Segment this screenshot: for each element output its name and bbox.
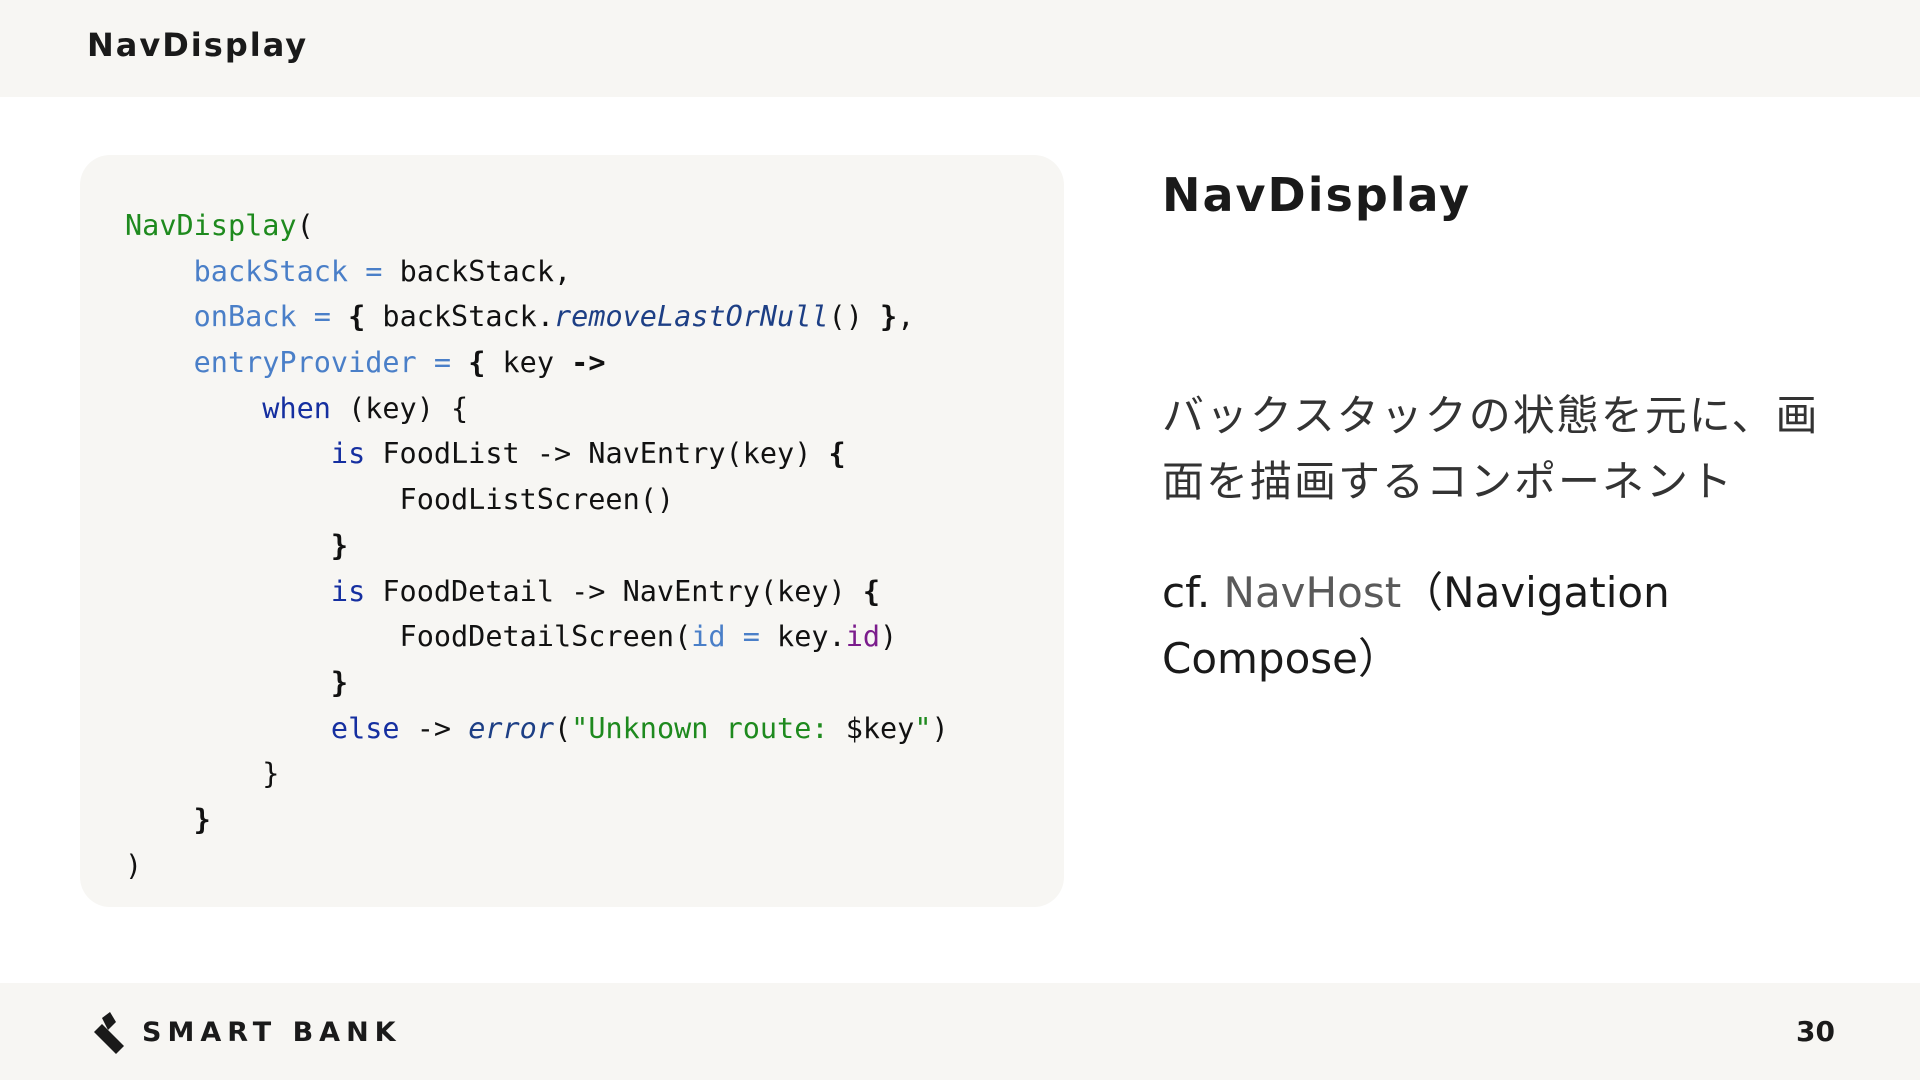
code-token: ) — [125, 848, 143, 882]
code-token: backStack — [193, 254, 349, 288]
code-token: id — [691, 620, 726, 654]
code-line: FoodListScreen() — [125, 477, 949, 523]
code-token: key — [485, 346, 572, 380]
footer-bar — [0, 983, 1920, 1080]
code-token: = — [296, 300, 349, 334]
header-title: NavDisplay — [87, 26, 309, 64]
code-token: FoodList -> NavEntry(key) — [365, 437, 829, 471]
code-token — [125, 529, 331, 562]
code-token: onBack — [193, 300, 297, 334]
code-token: { — [468, 346, 486, 380]
code-token: FoodDetail -> NavEntry(key) — [365, 574, 863, 608]
code-token: { — [828, 437, 846, 471]
code-token: -> — [399, 711, 469, 745]
code-token — [125, 300, 194, 333]
code-token: is — [330, 437, 366, 471]
code-token: when — [262, 391, 331, 425]
cf-rest: （Navigation Compose） — [1162, 568, 1670, 683]
code-token — [125, 666, 331, 699]
code-token: } — [330, 665, 349, 699]
code-token: ) — [931, 711, 949, 745]
code-token: -> — [571, 346, 606, 380]
code-line: } — [125, 797, 949, 843]
code-line: is FoodList -> NavEntry(key) { — [125, 431, 949, 477]
page-number: 30 — [1796, 1015, 1835, 1048]
side-title: NavDisplay — [1162, 168, 1472, 222]
logo-text: SMART BANK — [142, 1016, 402, 1048]
code-token: "Unknown route: — [571, 711, 846, 745]
code-panel: NavDisplay( backStack = backStack, onBac… — [80, 155, 1064, 907]
cf-link: NavHost — [1223, 568, 1402, 617]
code-token: id — [845, 620, 881, 654]
code-token: } — [330, 528, 349, 562]
code-token: error — [468, 711, 554, 745]
code-line: else -> error("Unknown route: $key") — [125, 706, 949, 752]
code-token — [125, 712, 331, 745]
code-token: { — [862, 574, 881, 608]
code-line: is FoodDetail -> NavEntry(key) { — [125, 569, 949, 615]
code-token: FoodListScreen() — [125, 483, 675, 517]
code-token — [125, 803, 194, 836]
code-token: NavDisplay — [125, 209, 297, 242]
code-token: = — [348, 254, 400, 288]
code-token: ) — [880, 620, 898, 654]
code-token — [125, 437, 331, 470]
code-token: else — [330, 711, 400, 745]
code-block: NavDisplay( backStack = backStack, onBac… — [125, 203, 949, 888]
code-line: } — [125, 660, 949, 706]
side-cf-note: cf. NavHost（Navigation Compose） — [1162, 560, 1842, 692]
smartbank-logo-icon — [94, 1012, 124, 1054]
code-token — [125, 346, 194, 379]
code-token: removeLastOrNull — [554, 300, 829, 334]
code-token: ( — [296, 209, 314, 242]
code-token — [125, 575, 331, 608]
code-line: onBack = { backStack.removeLastOrNull() … — [125, 294, 949, 340]
code-token: entryProvider — [193, 346, 417, 380]
cf-label: cf. — [1162, 568, 1224, 617]
code-token: backStack. — [365, 300, 554, 334]
code-token: (key) { — [330, 391, 469, 425]
smartbank-logo: SMART BANK — [90, 1010, 402, 1054]
code-token: { — [348, 300, 366, 334]
code-token: " — [914, 711, 932, 745]
code-token: () — [828, 300, 881, 334]
code-line: entryProvider = { key -> — [125, 340, 949, 386]
code-token: } — [125, 757, 280, 791]
code-token: backStack, — [399, 254, 572, 288]
header-bar: NavDisplay — [0, 0, 1920, 97]
code-token: = — [416, 346, 469, 380]
code-token: ( — [553, 711, 572, 745]
code-token: } — [880, 300, 898, 334]
code-token: is — [330, 574, 366, 608]
code-token — [125, 255, 194, 288]
code-line: NavDisplay( — [125, 203, 949, 249]
code-token: FoodDetailScreen( — [125, 620, 692, 654]
code-line: FoodDetailScreen(id = key.id) — [125, 614, 949, 660]
code-line: backStack = backStack, — [125, 249, 949, 295]
code-line: when (key) { — [125, 386, 949, 432]
code-line: } — [125, 523, 949, 569]
code-token: , — [897, 300, 915, 334]
code-token: } — [193, 802, 211, 836]
code-token: $key — [845, 711, 915, 745]
code-token — [125, 392, 262, 425]
code-line: ) — [125, 843, 949, 889]
code-token: = — [725, 620, 778, 654]
side-description: バックスタックの状態を元に、画面を描画するコンポーネント — [1162, 391, 1820, 506]
code-token: key. — [777, 620, 846, 654]
code-line: } — [125, 751, 949, 797]
